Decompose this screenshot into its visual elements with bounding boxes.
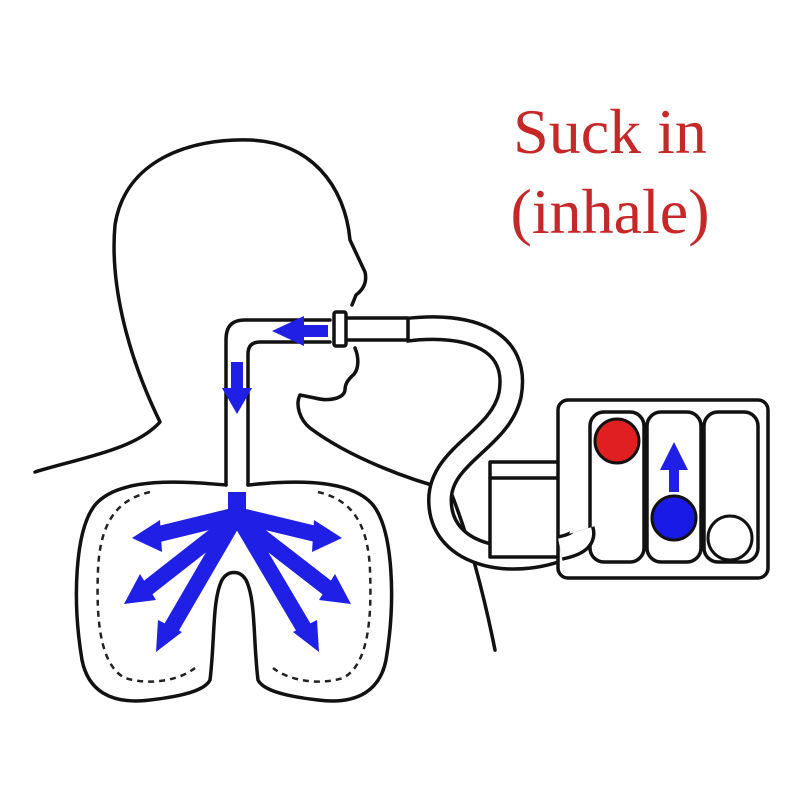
ball-red [593,417,641,465]
airflow-arrow-trachea [222,362,252,414]
person-head-outline [33,138,368,474]
lung-inner-right-dashed [272,490,372,683]
person-chin-outline [296,346,497,652]
ball-blue [650,494,698,542]
airflow-arrows-lungs [124,492,351,652]
ball-white [706,514,754,562]
caption-suck-in: Suck in [513,96,707,167]
lung-inner-left-dashed [96,490,196,683]
airway-outline-outer [224,318,332,487]
lungs-outline [74,480,394,703]
mouthpiece-flange [332,310,348,348]
ball-rise-arrow [660,442,688,492]
mouthpiece [336,316,410,342]
airflow-arrow-mouth [272,316,328,346]
caption-inhale: (inhale) [510,176,710,247]
airway-outline-inner [246,340,332,487]
